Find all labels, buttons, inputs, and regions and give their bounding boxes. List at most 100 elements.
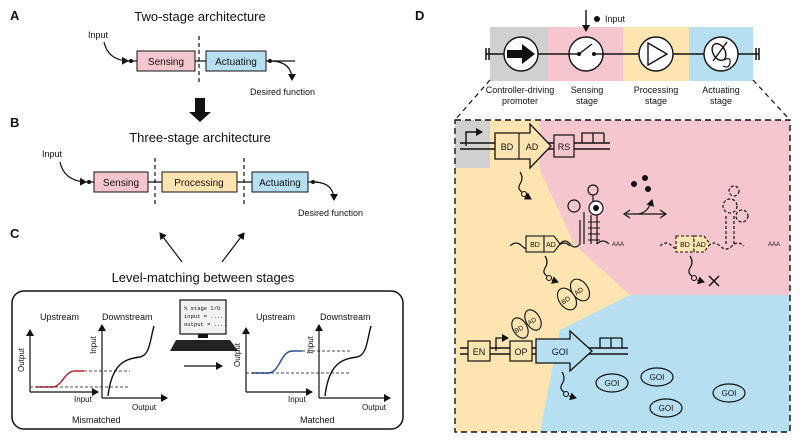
- ribosome-icon-blocked: [690, 274, 698, 282]
- input-molecule-icon: [594, 16, 600, 22]
- bound-protein-ad-icon: [524, 309, 542, 331]
- translation-arrow-blocked: [696, 276, 705, 285]
- switch-lever: [578, 43, 593, 55]
- panel-b-node-left: [87, 180, 91, 184]
- panel-a-input-arrow: [103, 41, 129, 65]
- aptamer2-loop-3: [728, 185, 740, 197]
- stage-sensing-label-2: stage: [576, 96, 598, 106]
- construct2-promoter-arrow: [495, 334, 509, 351]
- code-line-1: % stage I/O: [184, 305, 221, 312]
- actuator-stem: [712, 41, 728, 62]
- panel-b-node-right: [311, 180, 315, 184]
- blocked-x-icon: [708, 275, 720, 287]
- translation-squiggle-blocked: [688, 255, 693, 277]
- right-upstream-y-label: Output: [233, 342, 242, 367]
- right-downstream-curve: [324, 325, 372, 397]
- left-upstream-x-label: Input: [74, 395, 93, 404]
- panel-c-frame: [11, 290, 404, 430]
- panel-b-processing-label: Processing: [174, 178, 223, 189]
- left-downstream-curve: [107, 325, 155, 397]
- panel-a-node-left: [129, 59, 133, 63]
- panel-b-title: Three-stage architecture: [129, 130, 271, 145]
- panel-b-label: B: [10, 115, 19, 130]
- left-downstream-x-label: Output: [132, 403, 157, 412]
- construct1-rs-box: [553, 134, 575, 158]
- construct1-cds-arrow: [494, 122, 552, 170]
- ligand-icon-2: [642, 175, 648, 181]
- panel-a-sensing-box: [136, 50, 196, 72]
- aptamer2-loop-2: [735, 209, 749, 223]
- equilibrium-head-left: [622, 209, 631, 219]
- actuator-curl: [722, 57, 731, 68]
- left-downstream-y-label: Input: [89, 335, 98, 354]
- panel-b-sensing-label: Sensing: [103, 178, 139, 189]
- right-downstream-x-label: Output: [362, 403, 387, 412]
- protein-ad-label: AD: [573, 286, 585, 297]
- goi-product-1: [595, 373, 629, 393]
- mrna2-bd-label: BD: [680, 242, 690, 249]
- aptamer-basepairs: [588, 221, 600, 241]
- right-upstream-x-label: Input: [288, 395, 307, 404]
- translation-squiggle: [543, 255, 548, 277]
- construct2-en-box: [467, 340, 491, 362]
- panel-a-actuating-label: Actuating: [215, 57, 257, 68]
- panel-d-input-label: Input: [605, 14, 626, 24]
- construct2-op-box: [509, 340, 533, 362]
- goi-product-2-label: GOI: [650, 373, 665, 382]
- panel-b-output-label: Desired function: [298, 208, 363, 218]
- a-to-b-arrow: [189, 98, 211, 122]
- bound-ligand: [593, 205, 599, 211]
- goi-squiggle: [560, 371, 565, 393]
- construct1-terminator: [581, 132, 605, 143]
- actuator-icon: [703, 36, 739, 72]
- panel-d-label: D: [415, 8, 424, 23]
- panel-b-input-arrow: [59, 161, 87, 186]
- panel-a-node-right: [268, 59, 272, 63]
- ligand-icon-3: [645, 186, 651, 192]
- ligand-icon-1: [631, 181, 637, 187]
- transcription-squiggle-1: [518, 171, 523, 193]
- panel-a-output-arrow: [271, 60, 296, 81]
- aptamer2-loop: [722, 198, 738, 214]
- panel-a-sensing-label: Sensing: [148, 57, 184, 68]
- construct2-goi-label: GOI: [552, 347, 569, 357]
- goi-product-3: [649, 398, 683, 418]
- stage-promoter-label-2: promoter: [502, 96, 538, 106]
- panel-b-processing-box: [161, 171, 238, 193]
- mrna2-ad-box: [693, 235, 711, 253]
- aptamer-loop-left: [567, 199, 581, 213]
- goi-product-1-label: GOI: [605, 379, 620, 388]
- right-upstream-curve: [252, 350, 302, 374]
- bound-protein-bd-icon: [511, 317, 529, 339]
- equilibrium-head-right: [659, 209, 668, 219]
- panel-c-arrow-right: [221, 232, 245, 263]
- panel-c-label: C: [10, 226, 20, 241]
- mismatched-label: Mismatched: [72, 415, 121, 425]
- protein-bd-label: BD: [560, 295, 572, 306]
- mrna1-aaa-label: AAA: [612, 242, 624, 248]
- stage-sensing-label-1: Sensing: [571, 85, 604, 95]
- code-line-2: input = ....: [184, 313, 224, 320]
- detail-frame: [454, 119, 791, 433]
- aptamer-stem: [559, 212, 585, 248]
- translation-arrow: [551, 276, 559, 284]
- stage-actuating-label-1: Actuating: [702, 85, 740, 95]
- aptamer-stem-2: [590, 215, 598, 244]
- code-line-3: output = ....: [184, 321, 227, 328]
- stage-promoter-label-1: Controller-driving: [486, 85, 555, 95]
- mrna1-ad-label: AD: [546, 242, 556, 249]
- stage-processing-label-2: stage: [645, 96, 667, 106]
- zoom-line-right: [752, 79, 791, 121]
- construct1-promoter-arrow: [465, 128, 483, 146]
- stage-actuating-label-2: stage: [710, 96, 732, 106]
- panel-b-input-label: Input: [42, 149, 63, 159]
- aptamer2-stem: [725, 214, 735, 244]
- panel-a-input-label: Input: [88, 30, 109, 40]
- region-sensing: [540, 120, 790, 295]
- panel-b-sensing-box: [93, 171, 149, 193]
- mrna1-bd-label: BD: [530, 242, 540, 249]
- panel-a-actuating-box: [205, 50, 267, 72]
- left-downstream-title: Downstream: [102, 312, 153, 322]
- goi-product-3-label: GOI: [659, 404, 674, 413]
